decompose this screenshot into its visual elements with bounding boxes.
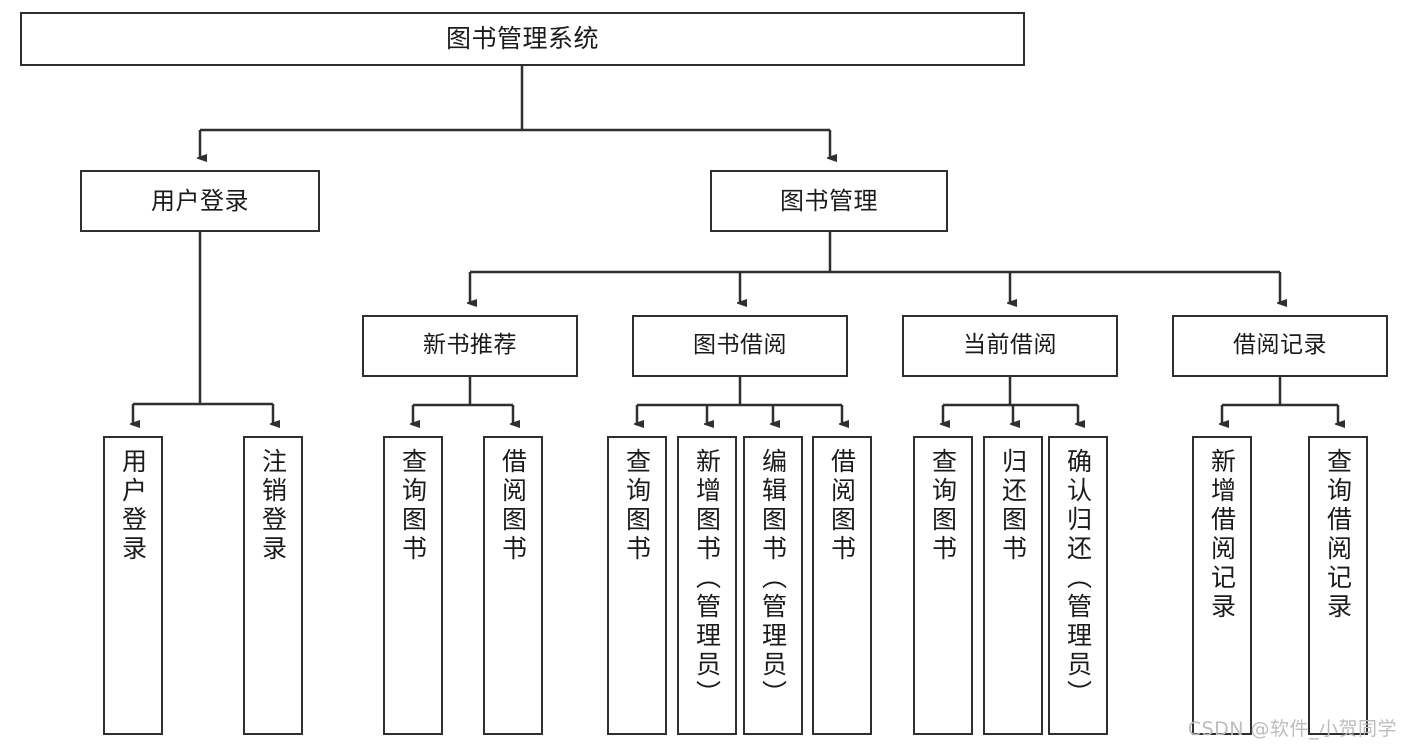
node-label: 新书推荐 xyxy=(423,332,517,359)
node-label: 注销登录 xyxy=(258,448,288,564)
node-label: 查询借阅记录 xyxy=(1323,448,1353,622)
node-label: 当前借阅 xyxy=(963,332,1057,359)
node-label: 借阅记录 xyxy=(1233,332,1327,359)
node-label: 图书借阅 xyxy=(693,332,787,359)
node-leaf-query-book-2[interactable]: 查询图书 xyxy=(607,436,667,735)
node-label: 确认归还（管理员） xyxy=(1063,448,1093,709)
node-leaf-add-book-admin[interactable]: 新增图书（管理员） xyxy=(677,436,737,735)
node-leaf-logout-login[interactable]: 注销登录 xyxy=(243,436,303,735)
node-label: 查询图书 xyxy=(622,448,652,564)
node-label: 用户登录 xyxy=(151,186,249,215)
node-new-book-recommend[interactable]: 新书推荐 xyxy=(362,315,578,377)
node-label: 归还图书 xyxy=(998,448,1028,564)
node-book-management[interactable]: 图书管理 xyxy=(710,170,948,232)
node-label: 查询图书 xyxy=(928,448,958,564)
node-current-borrow[interactable]: 当前借阅 xyxy=(902,315,1118,377)
node-label: 新增借阅记录 xyxy=(1207,448,1237,622)
node-label: 借阅图书 xyxy=(827,448,857,564)
node-leaf-query-book-1[interactable]: 查询图书 xyxy=(383,436,443,735)
node-book-borrow[interactable]: 图书借阅 xyxy=(632,315,848,377)
node-label: 查询图书 xyxy=(398,448,428,564)
node-borrow-record[interactable]: 借阅记录 xyxy=(1172,315,1388,377)
node-leaf-borrow-book-2[interactable]: 借阅图书 xyxy=(812,436,872,735)
node-label: 图书管理系统 xyxy=(445,24,599,54)
node-leaf-edit-book-admin[interactable]: 编辑图书（管理员） xyxy=(743,436,803,735)
node-leaf-return-book[interactable]: 归还图书 xyxy=(983,436,1043,735)
node-label: 编辑图书（管理员） xyxy=(758,448,788,709)
node-leaf-add-borrow-record[interactable]: 新增借阅记录 xyxy=(1192,436,1252,735)
node-leaf-confirm-return-admin[interactable]: 确认归还（管理员） xyxy=(1048,436,1108,735)
node-label: 借阅图书 xyxy=(498,448,528,564)
node-leaf-query-book-3[interactable]: 查询图书 xyxy=(913,436,973,735)
node-leaf-borrow-book-1[interactable]: 借阅图书 xyxy=(483,436,543,735)
node-leaf-user-login[interactable]: 用户登录 xyxy=(103,436,163,735)
node-book-management-system[interactable]: 图书管理系统 xyxy=(20,12,1025,66)
node-label: 新增图书（管理员） xyxy=(692,448,722,709)
node-leaf-query-borrow-record[interactable]: 查询借阅记录 xyxy=(1308,436,1368,735)
node-user-login[interactable]: 用户登录 xyxy=(80,170,320,232)
node-label: 用户登录 xyxy=(118,448,148,564)
watermark: CSDN @软件_小贺同学 xyxy=(1187,718,1397,740)
node-label: 图书管理 xyxy=(780,186,878,215)
